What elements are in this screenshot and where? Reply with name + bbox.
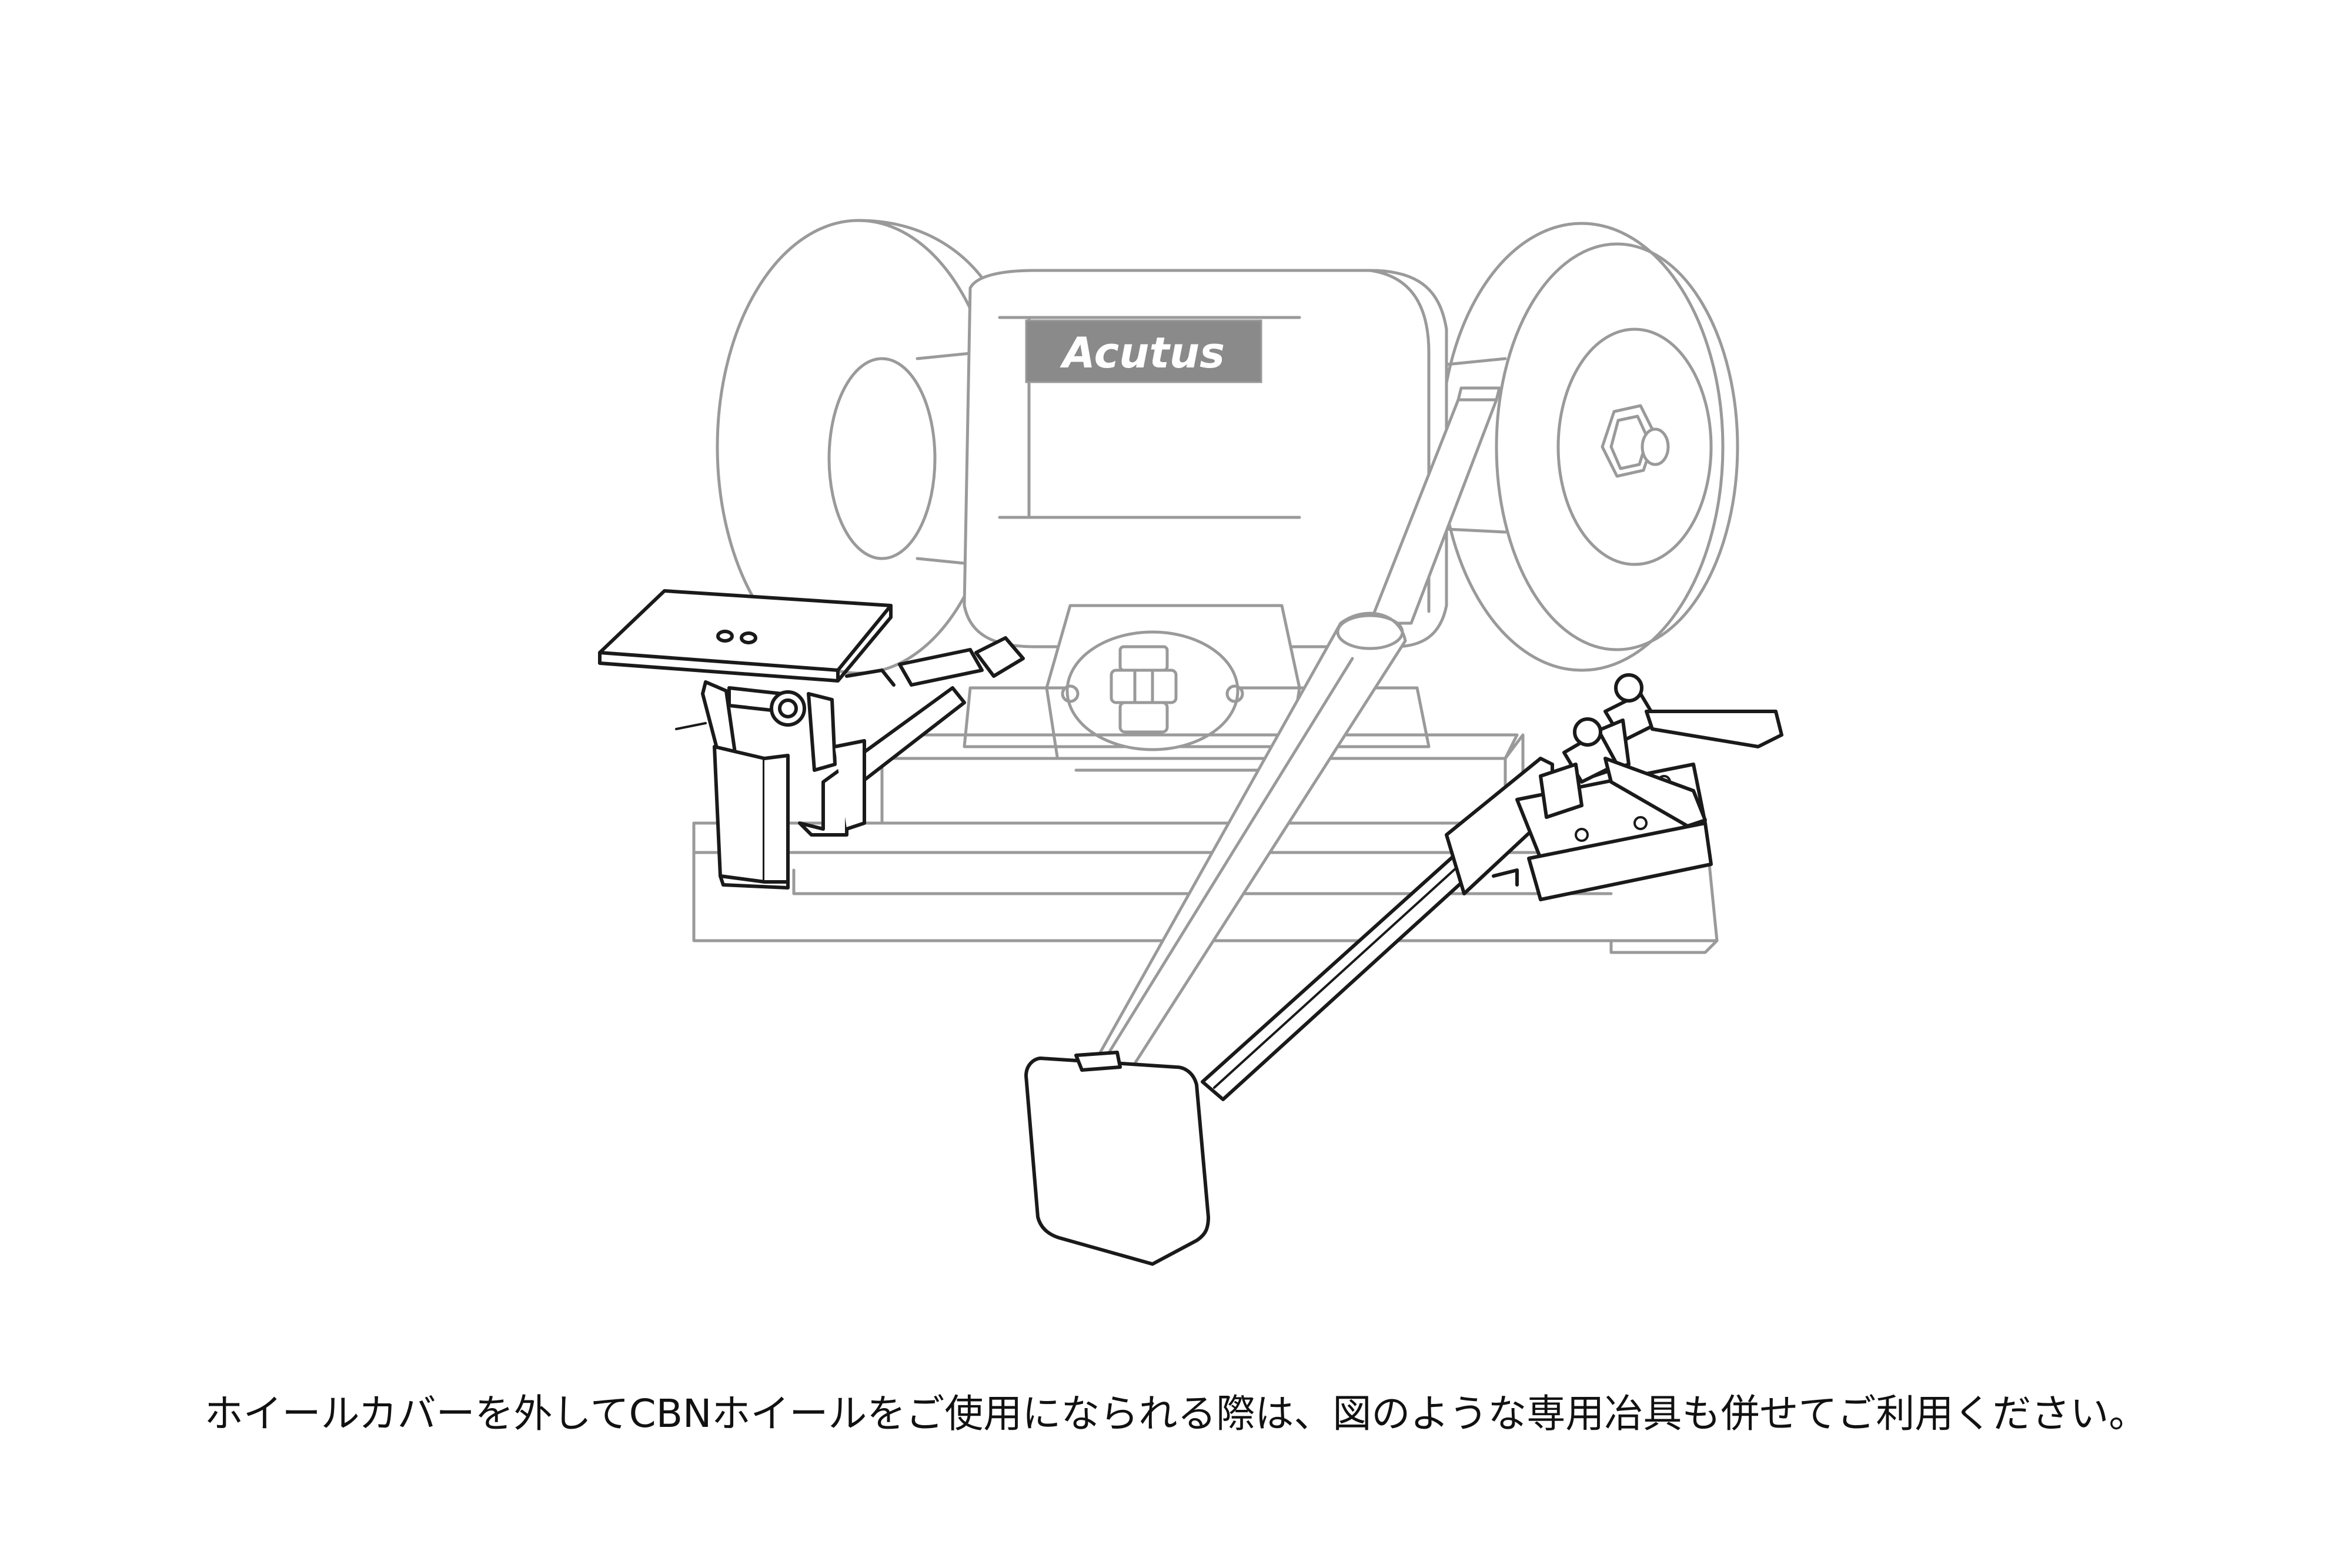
right-grinding-wheel [1439,222,1739,672]
brand-logo-text: Acutus [1060,328,1225,377]
usage-caption: ホイールカバーを外してCBNホイールをご使用になられる際は、図のような専用冶具も… [204,1391,2148,1436]
switch-knob-icon [1110,645,1178,734]
brand-logo-plate [1025,319,1262,383]
tool-rest-platform [598,589,893,672]
right-guide-rail-jig [1201,673,1783,1101]
square-foot-pad [1024,1057,1210,1266]
motor-housing: Acutus [963,269,1448,648]
left-tool-rest-jig [598,589,1025,890]
left-grinding-wheel [716,219,1001,675]
long-support-arm [1024,386,1501,1266]
clamp-lever-lower-icon[interactable] [1539,717,1707,828]
